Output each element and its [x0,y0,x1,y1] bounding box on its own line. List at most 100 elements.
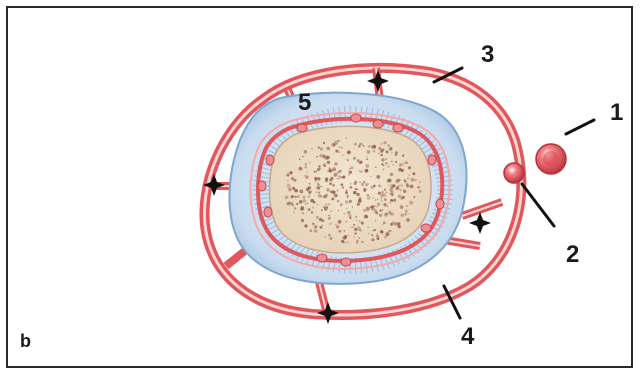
marrow-dot [376,206,378,208]
marrow-dot [305,203,306,204]
marrow-dot [349,200,352,203]
marrow-dot [304,150,308,154]
marrow-dot [361,183,363,185]
marrow-dot [288,188,292,192]
marrow-dot [309,209,311,211]
marrow-dot [395,161,397,163]
marrow-dot [317,184,320,187]
marrow-dot [332,184,335,187]
marrow-dot [345,242,346,243]
marrow-dot [391,152,392,153]
marrow-dot [345,221,347,223]
marrow-dot [339,146,340,147]
marrow-dot [317,177,320,180]
marrow-dot [398,225,401,228]
marrow-dot [371,238,374,241]
marrow-dot [292,195,294,197]
marrow-dot [356,239,359,242]
marrow-dot [347,150,351,154]
marrow-dot [325,177,328,180]
marrow-dot [406,218,410,222]
marrow-dot [329,223,330,224]
label-1: 1 [610,99,623,126]
marrow-dot [359,182,360,183]
marrow-dot [365,183,368,186]
marrow-dot [388,165,390,167]
marrow-dot [377,199,378,200]
marrow-dot [365,164,369,168]
marrow-dot [385,162,388,165]
marrow-dot [311,211,313,213]
marrow-dot [408,166,411,169]
marrow-dot [399,189,401,191]
marrow-dot [363,145,365,147]
marrow-dot [342,187,344,189]
marrow-dot [379,213,382,216]
marrow-dot [331,143,335,147]
marrow-dot [346,137,347,138]
marrow-dot [314,225,317,228]
marrow-dot [338,220,342,224]
marrow-dot [393,164,394,165]
marrow-dot [385,212,388,215]
marrow-dot [367,194,369,196]
marrow-dot [383,203,386,206]
marrow-dot [310,191,312,193]
marrow-dot [370,206,372,208]
marrow-dot [358,237,360,239]
marrow-dot [305,175,308,178]
marrow-dot [304,163,307,166]
marrow-dot [372,197,374,199]
marrow-dot [371,146,374,149]
marrow-dot [411,178,415,182]
marrow-dot [400,184,402,186]
marrow-dot [299,167,303,171]
marrow-dot [354,143,356,145]
marrow-dot [326,147,330,151]
marrow-dot [378,184,381,187]
marrow-dot [380,143,382,145]
marrow-dot [369,145,370,146]
marrow-dot [321,196,323,198]
marrow-dot [334,175,335,176]
marrow-dot [321,209,323,211]
marrow-dot [404,180,407,183]
marrow-dot [331,222,333,224]
marrow-dot [346,190,348,192]
marrow-dot [366,207,370,211]
marrow-dot [332,167,336,171]
marrow-dot [378,153,379,154]
marrow-dot [389,202,391,204]
marrow-dot [335,150,338,153]
marrow-dot [291,178,293,180]
marrow-dot [367,196,371,200]
panel-letter: b [20,331,31,351]
marrow-dot [395,186,399,190]
marrow-dot [308,186,311,189]
marrow-dot [347,241,349,243]
marrow-dot [363,181,366,184]
marrow-dot [382,209,383,210]
marrow-dot [368,146,369,147]
marrow-dot [299,159,301,161]
marrow-dot [304,224,307,227]
marrow-dot [414,180,415,181]
marrow-dot [302,199,306,203]
marrow-dot [317,204,319,206]
marrow-dot [314,177,317,180]
marrow-dot [316,156,318,158]
marrow-dot [306,172,307,173]
marrow-dot [390,189,393,192]
marrow-dot [357,159,360,162]
marrow-dot [309,194,310,195]
marrow-dot [385,158,387,160]
marrow-dot [381,158,384,161]
marrow-dot [358,145,361,148]
marrow-dot [310,230,312,232]
marrow-dot [406,183,409,186]
marrow-dot [407,178,409,180]
label-3: 3 [481,41,494,68]
marrow-dot [340,176,342,178]
marrow-dot [331,198,333,200]
marrow-dot [417,186,420,189]
